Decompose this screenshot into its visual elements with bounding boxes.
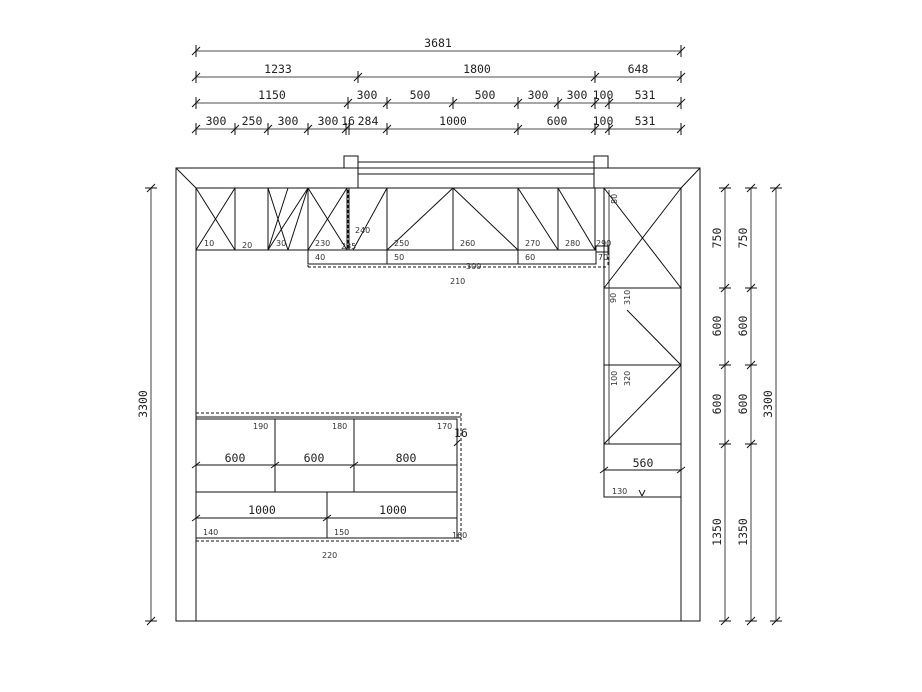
left-dimension: 3300 (136, 183, 157, 626)
label-250: 250 (394, 239, 409, 248)
label-220: 220 (322, 551, 337, 560)
wall-cabinet-1 (195, 187, 236, 251)
dim-row4-h: 600 (547, 114, 568, 128)
dim-row3-a: 1150 (258, 88, 286, 102)
dim-1000-b: 1000 (379, 503, 407, 517)
dim-row2-c: 648 (628, 62, 649, 76)
dim-row4-d: 300 (318, 114, 339, 128)
dim-col1-750: 750 (710, 228, 724, 249)
dim-row4-b: 250 (242, 114, 263, 128)
dim-row4-c: 300 (278, 114, 299, 128)
dim-row4-j: 531 (635, 114, 656, 128)
wall-cabinet-4 (348, 187, 388, 251)
label-100: 100 (610, 371, 619, 386)
label-40: 40 (315, 253, 325, 262)
label-130: 130 (612, 487, 627, 496)
dim-island-depth: 16 (454, 426, 468, 440)
label-80: 80 (610, 194, 619, 204)
label-320: 320 (623, 371, 632, 386)
right-dimension-col1: 750 600 600 1350 (710, 183, 731, 626)
label-230: 230 (315, 239, 330, 248)
label-190: 190 (253, 422, 268, 431)
island-labels: 190 180 170 16 600 600 800 1000 1000 140… (203, 422, 468, 560)
dim-row3-d: 500 (475, 88, 496, 102)
right-dimension-total: 3300 (761, 183, 782, 626)
dim-row4-f: 284 (358, 114, 379, 128)
right-run-labels: 80 90 310 100 320 560 130 (609, 194, 653, 496)
dim-col2-750: 750 (736, 228, 750, 249)
dim-row3-c: 500 (410, 88, 431, 102)
top-dimension-chains: 3681 1233 1800 648 1150 300 500 500 (191, 36, 686, 135)
dim-col1-600-b: 600 (710, 394, 724, 415)
label-300: 300 (466, 262, 481, 271)
label-235: 235 (341, 242, 356, 251)
label-310: 310 (623, 290, 632, 305)
dim-row4-g: 1000 (439, 114, 467, 128)
label-240: 240 (355, 226, 370, 235)
label-90: 90 (609, 293, 618, 303)
label-60: 60 (525, 253, 535, 262)
right-dimension-col2: 750 600 600 1350 (736, 183, 757, 626)
dim-row3-h: 531 (635, 88, 656, 102)
label-180: 180 (332, 422, 347, 431)
island-unit (191, 412, 462, 542)
dim-right-total: 3300 (761, 390, 775, 418)
label-50: 50 (394, 253, 404, 262)
label-160: 160 (452, 531, 467, 540)
window-opening (343, 155, 609, 188)
dim-row3-b: 300 (357, 88, 378, 102)
dim-col1-600-a: 600 (710, 316, 724, 337)
dim-row3-g: 100 (593, 88, 614, 102)
dim-left-total: 3300 (136, 390, 150, 418)
dim-800: 800 (396, 451, 417, 465)
dim-row4-a: 300 (206, 114, 227, 128)
label-210: 210 (450, 277, 465, 286)
label-150: 150 (334, 528, 349, 537)
dim-col2-1350: 1350 (736, 518, 750, 546)
dim-row4-i: 100 (593, 114, 614, 128)
label-280: 280 (565, 239, 580, 248)
dim-600-b: 600 (304, 451, 325, 465)
room-walls (175, 167, 701, 622)
label-70: 70 (598, 253, 608, 262)
dim-row2-a: 1233 (264, 62, 292, 76)
dim-1000-a: 1000 (248, 503, 276, 517)
dim-row4-e: 16 (341, 114, 355, 128)
dim-col2-600-b: 600 (736, 394, 750, 415)
dim-560: 560 (633, 456, 654, 470)
upper-run-labels: 10 20 30 230 235 240 250 260 270 280 290… (204, 226, 611, 286)
label-260: 260 (460, 239, 475, 248)
dim-col1-1350: 1350 (710, 518, 724, 546)
label-170: 170 (437, 422, 452, 431)
dim-col2-600-a: 600 (736, 316, 750, 337)
upper-cabinet-run (195, 187, 609, 268)
label-20: 20 (242, 241, 252, 250)
dim-row2-b: 1800 (463, 62, 491, 76)
label-10: 10 (204, 239, 214, 248)
tick-marks-row1 (191, 45, 686, 57)
label-270: 270 (525, 239, 540, 248)
label-30: 30 (276, 239, 286, 248)
dim-row3-e: 300 (528, 88, 549, 102)
dim-row3-f: 300 (567, 88, 588, 102)
dim-600-a: 600 (225, 451, 246, 465)
label-140: 140 (203, 528, 218, 537)
right-cabinet-run (599, 187, 686, 498)
dim-overall-width: 3681 (424, 36, 452, 50)
